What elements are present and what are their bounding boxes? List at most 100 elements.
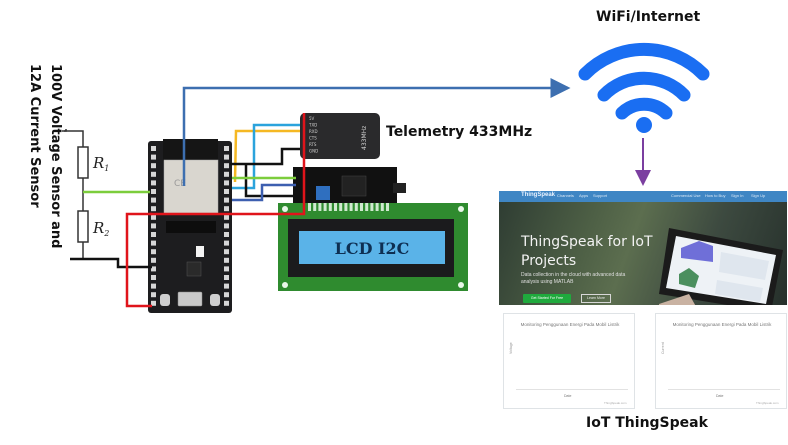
lcd-pin: [334, 203, 337, 211]
tablet-image: [659, 228, 783, 305]
header-pin: [224, 197, 229, 203]
wifi-icon: [578, 42, 710, 133]
header-pin: [151, 171, 156, 177]
header-pin: [151, 180, 156, 186]
chart-xlabel: Date: [564, 394, 572, 398]
thingspeak-screenshot: ThingSpeak Channels Apps Support Commerc…: [499, 191, 787, 409]
wire-black-gnd-telemetry: [230, 147, 300, 166]
chart-credit: ThingSpeak.com: [756, 401, 779, 405]
header-pin: [224, 283, 229, 289]
chart-ylabel: Voltage: [509, 342, 513, 354]
backlight-jumper: [393, 183, 406, 193]
wire-vcc: [150, 113, 306, 216]
header-pin: [151, 266, 156, 272]
lcd-pin: [323, 203, 327, 211]
nav-link: How to Buy: [705, 193, 726, 198]
chart-title: Monitoring Penggunaan Energi Pada Mobil …: [672, 322, 772, 327]
pin-header-left: [151, 146, 156, 306]
learn-more-button[interactable]: Learn More: [581, 294, 611, 303]
header-pin: [151, 206, 156, 212]
header-pin: [224, 146, 229, 151]
chart-x-axis: [516, 389, 628, 390]
wifi-label: WiFi/Internet: [596, 9, 701, 25]
boot-button: [160, 294, 170, 306]
header-pin: [224, 206, 229, 212]
lcd-pin: [360, 203, 363, 211]
thingspeak-navbar: ThingSpeak Channels Apps Support Commerc…: [499, 191, 787, 202]
header-pin: [151, 249, 156, 255]
lcd-pin: [328, 203, 332, 211]
lcd-pin: [349, 203, 353, 211]
wire-black-gnd-lcd: [244, 164, 296, 198]
usb-port: [177, 291, 203, 307]
telemetry-brand: 433MHz: [361, 126, 368, 150]
divider-top-wire: [64, 130, 84, 147]
r2-label: R2: [92, 219, 109, 238]
header-pin: [224, 266, 229, 272]
telemetry-pin-label: CTS: [309, 136, 317, 141]
thingspeak-hero: ThingSpeak for IoT Projects Data collect…: [499, 202, 787, 305]
chart-ylabel: Current: [661, 342, 665, 354]
header-pin: [151, 146, 156, 151]
hero-subtitle: Data collection in the cloud with advanc…: [521, 272, 626, 285]
lcd-mount-hole: [282, 206, 288, 212]
voltage-chart-card: Monitoring Penggunaan Energi Pada Mobil …: [503, 313, 635, 409]
header-pin: [151, 163, 156, 169]
header-pin: [224, 257, 229, 263]
sensor-label-line1: 100V Voltage Sensor and: [48, 64, 63, 249]
contrast-potentiometer: [316, 186, 330, 200]
chart-credit: ThingSpeak.com: [604, 401, 627, 405]
chart-xlabel: Date: [716, 394, 724, 398]
arrow-esp32-to-wifi: [182, 78, 571, 186]
lcd-pin: [380, 203, 384, 211]
wire-power-loop: [125, 212, 152, 308]
header-pin: [224, 154, 229, 160]
lcd-pin-header: [308, 203, 389, 211]
chart-title: Monitoring Penggunaan Energi Pada Mobil …: [520, 322, 620, 327]
esp32-board: CE: [148, 139, 232, 313]
lcd-mount-hole: [458, 282, 464, 288]
esp32-module-shield: [163, 159, 219, 214]
header-pin: [224, 171, 229, 177]
lcd-i2c-display: LCD I2C: [278, 203, 468, 291]
lcd-pin: [354, 203, 358, 211]
lcd-mount-hole: [282, 282, 288, 288]
voltage-divider: R1 R2: [62, 129, 109, 259]
pin-header-right: [224, 146, 229, 306]
wire-cyan-tx: [232, 123, 300, 190]
header-pin: [224, 249, 229, 255]
header-pin: [224, 223, 229, 229]
lcd-pin: [370, 203, 374, 211]
resistor-r2: [77, 210, 89, 243]
r1-label: R1: [92, 154, 109, 173]
esp32-antenna: [163, 139, 218, 161]
pcf8574-chip: [341, 175, 367, 197]
nav-link: Sign In: [731, 193, 744, 198]
i2c-backpack: [293, 167, 406, 205]
lcd-pin: [339, 203, 343, 211]
telemetry-pin-label: RTS: [309, 142, 317, 147]
en-button: [210, 294, 220, 306]
telemetry-pin-label: 5V: [309, 116, 315, 121]
nav-link: Sign Up: [751, 193, 766, 198]
header-pin: [151, 292, 156, 298]
get-started-button[interactable]: Get Started For Free: [523, 294, 571, 303]
lcd-pin: [313, 203, 317, 211]
wire-blue-scl: [232, 183, 296, 202]
header-pin: [224, 232, 229, 237]
wire-sensor-ground: [70, 257, 152, 269]
telemetry-pin-label: GND: [309, 149, 318, 154]
hero-title: ThingSpeak for IoT Projects: [521, 234, 653, 269]
header-pin: [224, 275, 229, 280]
telemetry-body: [300, 113, 380, 159]
lcd-pin: [318, 203, 322, 211]
telemetry-label: Telemetry 433MHz: [386, 124, 533, 140]
led: [196, 246, 204, 257]
header-pin: [224, 180, 229, 186]
header-pin: [224, 163, 229, 169]
usb-uart-chip: [186, 261, 202, 277]
wires: [70, 113, 306, 308]
telemetry-pin-label: TXD: [308, 123, 317, 128]
